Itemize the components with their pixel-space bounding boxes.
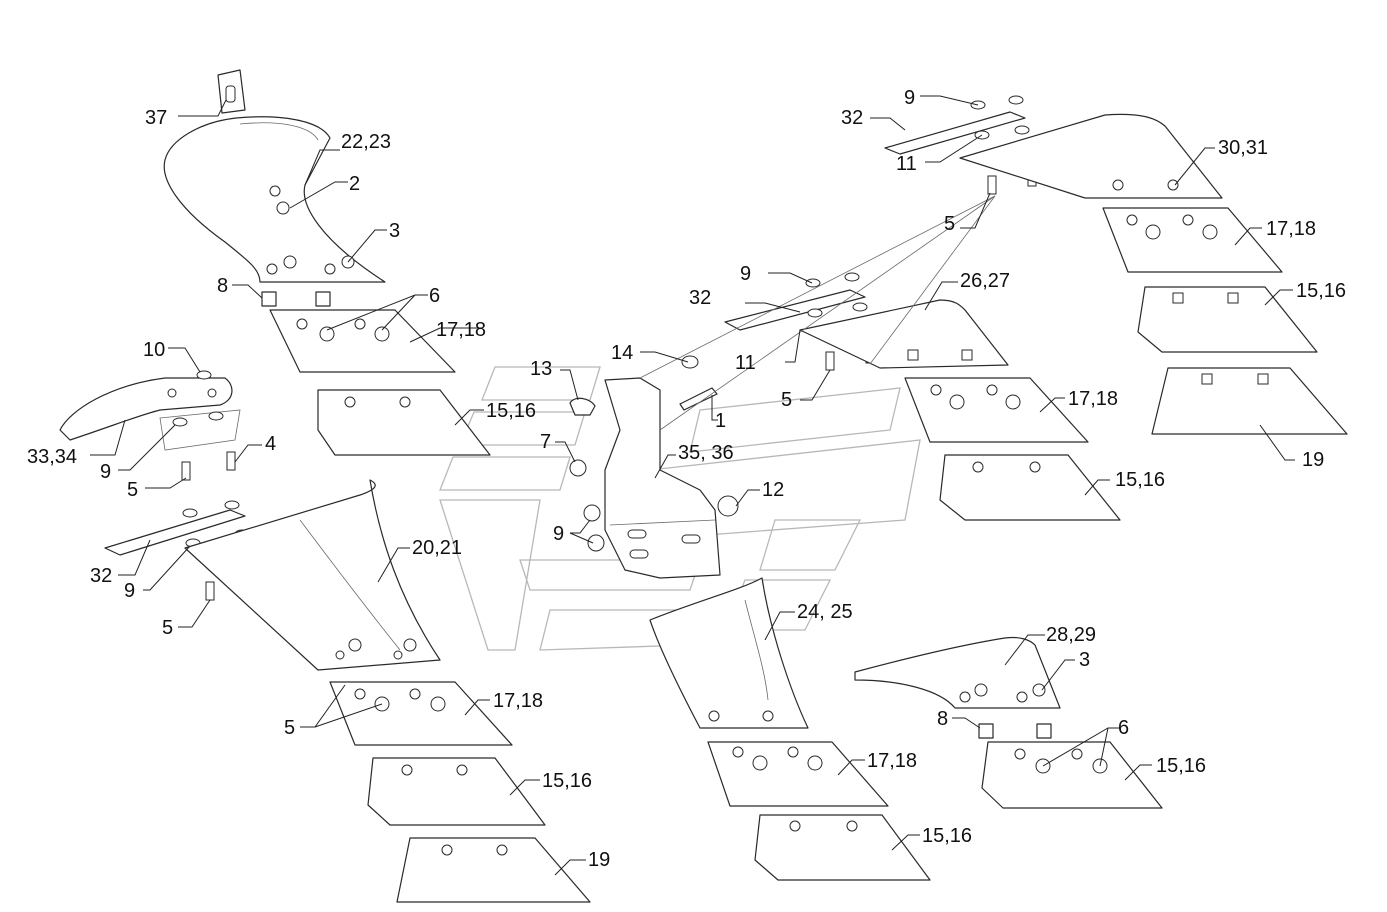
part-left-fasteners	[172, 370, 236, 481]
part-19-point-right	[1151, 367, 1348, 435]
callout-11-a: 11	[735, 352, 756, 374]
callout-32-a: 32	[90, 565, 112, 587]
callout-15-16-c: 15,16	[922, 825, 972, 847]
callout-9-f: 9	[904, 87, 915, 109]
callout-37: 37	[145, 107, 167, 129]
part-15-16-share-center-right	[939, 454, 1121, 521]
callout-5-e: 5	[944, 213, 955, 235]
callout-6: 6	[429, 285, 440, 307]
callout-17-18-d: 17,18	[1068, 388, 1118, 410]
callout-5-b: 5	[162, 617, 173, 639]
part-17-18-share-left-bottom	[329, 681, 513, 746]
part-15-16-share-left-top	[317, 389, 491, 456]
callout-35-36: 35, 36	[678, 442, 734, 464]
part-26-27-moldboard	[799, 299, 1009, 369]
part-19-point-left	[396, 837, 591, 903]
callout-19-b: 19	[1302, 449, 1324, 471]
callout-13: 13	[530, 358, 552, 380]
part-15-16-share-left-bottom	[367, 757, 546, 826]
leader-lines	[90, 95, 1295, 876]
callout-22-23: 22,23	[341, 131, 391, 153]
part-17-18-share-center	[707, 741, 889, 807]
part-24-25-moldboard	[649, 577, 809, 729]
callout-4: 4	[265, 433, 276, 455]
callout-30-31: 30,31	[1218, 137, 1268, 159]
callout-labels: 37 22,23 2 3 8 6 17,18 10 15,16 33,34 9 …	[27, 87, 1346, 871]
callout-6-b: 6	[1118, 717, 1129, 739]
part-15-16-share-center-bottom	[754, 814, 931, 881]
guide-lines	[639, 195, 996, 431]
callout-9-e: 9	[740, 263, 751, 285]
callout-17-18-e: 17,18	[1266, 218, 1316, 240]
callout-10: 10	[143, 339, 165, 361]
part-35-36-frog	[569, 355, 739, 579]
callout-17-18-a: 17,18	[436, 319, 486, 341]
part-17-18-share-left-top	[269, 309, 456, 373]
part-37-clip	[217, 69, 246, 114]
callout-15-16-d: 15,16	[1115, 469, 1165, 491]
part-15-16-share-right	[1137, 286, 1318, 353]
callout-15-16-a: 15,16	[486, 400, 536, 422]
part-8-square-nuts	[261, 291, 331, 307]
callout-15-16-e: 15,16	[1296, 280, 1346, 302]
part-15-16-share-right-bottom	[981, 741, 1163, 809]
part-32-tie-bar-center	[724, 272, 875, 371]
callout-5-d: 5	[781, 389, 792, 411]
callout-15-16-f: 15,16	[1156, 755, 1206, 777]
part-30-31-moldboard	[959, 113, 1223, 199]
part-20-21-moldboard	[184, 479, 441, 671]
callout-11-b: 11	[896, 153, 917, 175]
part-17-18-share-right	[1102, 207, 1283, 273]
callout-12: 12	[762, 479, 784, 501]
callout-17-18-b: 17,18	[493, 690, 543, 712]
callout-5-c: 5	[284, 717, 295, 739]
callout-9-b: 9	[124, 580, 135, 602]
callout-33-34: 33,34	[27, 446, 77, 468]
callout-5-a: 5	[127, 479, 138, 501]
callout-8: 8	[217, 275, 228, 297]
callout-7: 7	[540, 431, 551, 453]
callout-32-c: 32	[841, 107, 863, 129]
callout-28-29: 28,29	[1046, 624, 1096, 646]
callout-2: 2	[349, 173, 360, 195]
part-28-29-moldboard	[854, 636, 1061, 739]
callout-3-b: 3	[1079, 649, 1090, 671]
callout-19-a: 19	[588, 849, 610, 871]
callout-26-27: 26,27	[960, 270, 1010, 292]
callout-1: 1	[715, 410, 726, 432]
callout-17-18-c: 17,18	[867, 750, 917, 772]
callout-9-a: 9	[100, 461, 111, 483]
callout-14: 14	[611, 342, 633, 364]
callout-15-16-b: 15,16	[542, 770, 592, 792]
callout-24-25: 24, 25	[797, 601, 853, 623]
callout-32-b: 32	[689, 287, 711, 309]
callout-3: 3	[389, 220, 400, 242]
part-17-18-share-center-right	[904, 377, 1089, 443]
callout-8-b: 8	[937, 708, 948, 730]
callout-20-21: 20,21	[412, 537, 462, 559]
callout-9-c: 9	[553, 523, 564, 545]
